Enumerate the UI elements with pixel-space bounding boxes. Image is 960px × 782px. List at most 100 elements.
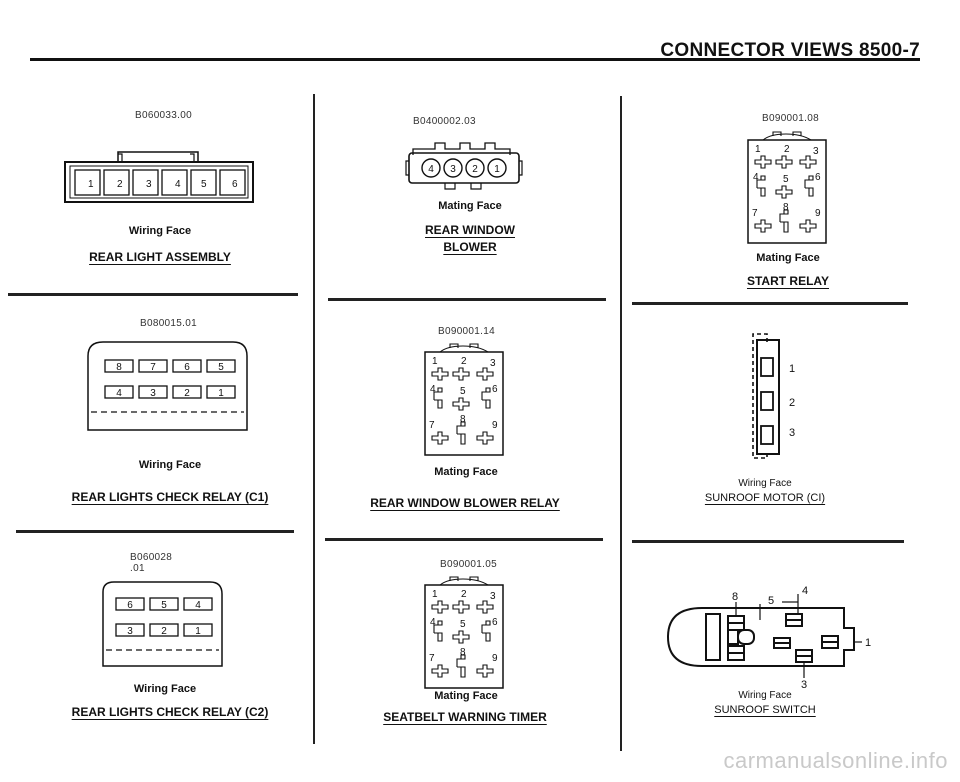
row-divider bbox=[16, 530, 294, 533]
row-divider bbox=[328, 298, 606, 301]
pin-label: 3 bbox=[450, 164, 456, 175]
rear-lights-c2-connector-diagram: 6 5 4 3 2 1 bbox=[102, 581, 223, 667]
pin-label: 1 bbox=[195, 626, 201, 637]
pin-label: 2 bbox=[461, 356, 467, 367]
pin-label: 4 bbox=[430, 384, 436, 395]
pin-label: 9 bbox=[492, 420, 498, 431]
pin-label: 7 bbox=[752, 208, 758, 219]
pin-label: 5 bbox=[460, 386, 466, 397]
sunroof-switch-connector-diagram: 8 5 4 1 3 bbox=[666, 585, 871, 691]
face-label: Mating Face bbox=[434, 690, 498, 702]
pin-label: 3 bbox=[146, 179, 152, 190]
row-divider bbox=[8, 293, 298, 296]
rear-light-connector-diagram: 1 2 3 4 5 6 bbox=[64, 151, 254, 203]
pin-cavities bbox=[74, 169, 246, 196]
pin-label: 2 bbox=[161, 626, 167, 637]
connector-code: B080015.01 bbox=[140, 318, 197, 329]
pin-label: 1 bbox=[865, 637, 871, 649]
pin-label: 4 bbox=[116, 388, 122, 399]
pin-label: 2 bbox=[184, 388, 190, 399]
face-label: Mating Face bbox=[756, 252, 820, 264]
column-divider-right bbox=[620, 96, 622, 751]
connector-name: REAR LIGHTS CHECK RELAY (C1) bbox=[71, 490, 269, 504]
face-label: Mating Face bbox=[438, 200, 502, 212]
pin-cavity bbox=[74, 169, 101, 196]
pin-label: 4 bbox=[428, 164, 434, 175]
pin-label: 1 bbox=[789, 363, 795, 375]
row-divider bbox=[632, 302, 908, 305]
pin-label: 1 bbox=[432, 356, 438, 367]
pin-label: 4 bbox=[175, 179, 181, 190]
pin-label: 4 bbox=[753, 172, 759, 183]
pin-label: 2 bbox=[461, 589, 467, 600]
header-rule bbox=[30, 58, 920, 61]
connector-code: B0400002.03 bbox=[413, 116, 476, 127]
pin-label: 5 bbox=[768, 595, 774, 607]
pin-label: 9 bbox=[492, 653, 498, 664]
pin-cavity bbox=[487, 158, 507, 178]
pin-label: 1 bbox=[494, 164, 500, 175]
pin-label: 4 bbox=[802, 585, 808, 597]
watermark: carmanualsonline.info bbox=[723, 748, 948, 773]
pin-label: 7 bbox=[150, 362, 156, 373]
pin-label: 1 bbox=[432, 589, 438, 600]
pin-label: 3 bbox=[789, 427, 795, 439]
pin-label: 2 bbox=[784, 144, 790, 155]
pin-label: 8 bbox=[460, 647, 466, 658]
pin-label: 8 bbox=[732, 591, 738, 603]
start-relay-connector-diagram: 1 2 3 4 5 6 7 8 9 bbox=[747, 131, 827, 244]
connector-name: REAR WINDOW BLOWER RELAY bbox=[370, 496, 560, 510]
pin-label: 8 bbox=[460, 414, 466, 425]
pin-cavity bbox=[219, 169, 246, 196]
pin-label: 5 bbox=[161, 600, 167, 611]
pin-cavity bbox=[421, 158, 441, 178]
sunroof-motor-connector-diagram: 1 2 3 bbox=[752, 333, 795, 459]
pin-label: 5 bbox=[201, 179, 207, 190]
face-label: Wiring Face bbox=[738, 478, 792, 489]
connector-name: SUNROOF MOTOR (CI) bbox=[704, 492, 826, 504]
connector-name: START RELAY bbox=[746, 274, 829, 288]
pin-label: 6 bbox=[127, 600, 133, 611]
connector-name: REAR LIGHTS CHECK RELAY (C2) bbox=[71, 705, 269, 719]
pin-label: 5 bbox=[460, 619, 466, 630]
pin-label: 2 bbox=[117, 179, 123, 190]
pin-label: 3 bbox=[813, 146, 819, 157]
connector-code: B090001.08 bbox=[762, 113, 819, 124]
connector-name: SUNROOF SWITCH bbox=[714, 704, 816, 716]
pin-label: 6 bbox=[184, 362, 190, 373]
pin-label: 9 bbox=[815, 208, 821, 219]
pin-label: 8 bbox=[116, 362, 122, 373]
pin-cavity bbox=[161, 169, 188, 196]
rear-window-blower-connector-diagram: 4 3 2 1 bbox=[405, 142, 523, 190]
pin-label: 5 bbox=[783, 174, 789, 185]
connector-name: REAR LIGHT ASSEMBLY bbox=[89, 250, 231, 264]
pin-label: 3 bbox=[490, 358, 496, 369]
connector-code: B060033.00 bbox=[135, 110, 192, 121]
pin-label: 4 bbox=[430, 617, 436, 628]
page-title: CONNECTOR VIEWS 8500-7 bbox=[660, 40, 920, 61]
pin-label: 2 bbox=[472, 164, 478, 175]
column-divider-left bbox=[313, 94, 315, 744]
pin-label: 2 bbox=[789, 397, 795, 409]
connector-code: B090001.05 bbox=[440, 559, 497, 570]
pin-label: 3 bbox=[490, 591, 496, 602]
row-divider bbox=[632, 540, 904, 543]
face-label: Wiring Face bbox=[738, 690, 792, 701]
rear-window-blower-relay-connector-diagram: 1 2 3 4 5 6 7 8 9 bbox=[424, 343, 504, 456]
pin-cavity bbox=[190, 169, 217, 196]
face-label: Wiring Face bbox=[128, 225, 192, 237]
pin-label: 6 bbox=[232, 179, 238, 190]
pin-label: 3 bbox=[801, 679, 807, 691]
pin-cavity bbox=[443, 158, 463, 178]
face-label: Wiring Face bbox=[133, 683, 197, 695]
pin-label: 6 bbox=[815, 172, 821, 183]
connector-name-line1: REAR WINDOW bbox=[425, 223, 515, 237]
pin-label: 5 bbox=[218, 362, 224, 373]
rear-lights-c1-connector-diagram: 8 7 6 5 4 3 2 1 bbox=[87, 341, 248, 431]
page-header: CONNECTOR VIEWS 8500-7 bbox=[0, 0, 960, 80]
pin-cavity bbox=[465, 158, 485, 178]
pin-label: 7 bbox=[429, 653, 435, 664]
pin-label: 1 bbox=[88, 179, 94, 190]
face-label: Wiring Face bbox=[138, 459, 202, 471]
pin-label: 3 bbox=[150, 388, 156, 399]
